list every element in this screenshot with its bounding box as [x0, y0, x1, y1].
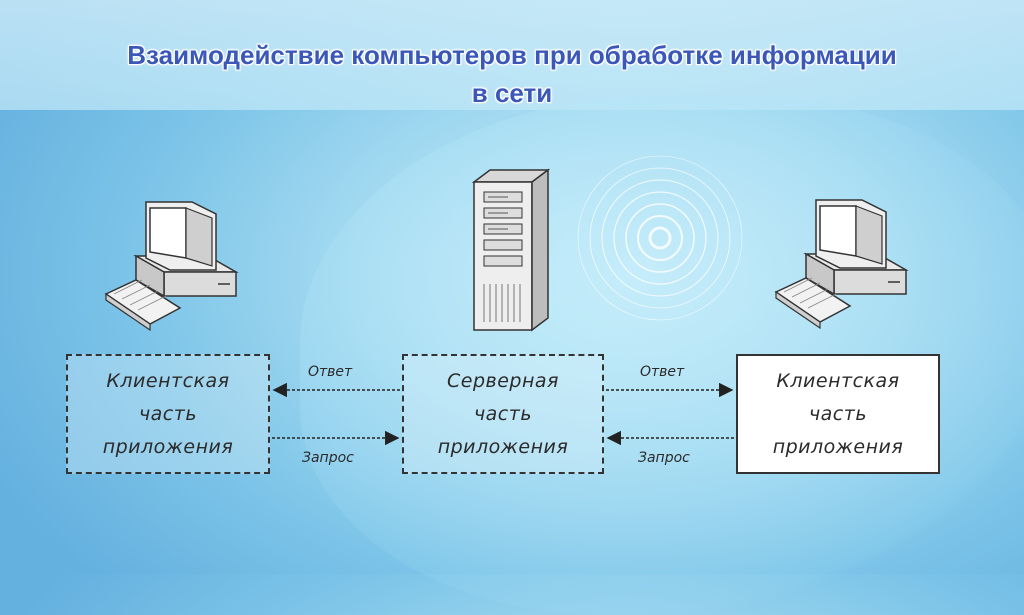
arrows-layer	[272, 382, 734, 446]
header-band	[0, 0, 1024, 110]
client-computer-icon	[774, 199, 909, 330]
left-client-box: Клиентская часть приложения	[66, 354, 270, 474]
title-line-2: в сети	[471, 78, 553, 108]
right-response-label: Ответ	[640, 364, 685, 380]
title-line-1: Взаимодействие компьютеров при обработке…	[127, 40, 897, 70]
left-request-label: Запрос	[302, 450, 354, 466]
ripple-decoration	[577, 155, 743, 321]
server-tower-icon	[471, 168, 551, 332]
server-box: Серверная часть приложения	[402, 354, 604, 474]
client-computer-icon	[104, 201, 239, 332]
left-response-label: Ответ	[308, 364, 353, 380]
slide-title: Взаимодействие компьютеров при обработке…	[0, 36, 1024, 112]
right-request-label: Запрос	[638, 450, 690, 466]
right-client-box: Клиентская часть приложения	[736, 354, 940, 474]
